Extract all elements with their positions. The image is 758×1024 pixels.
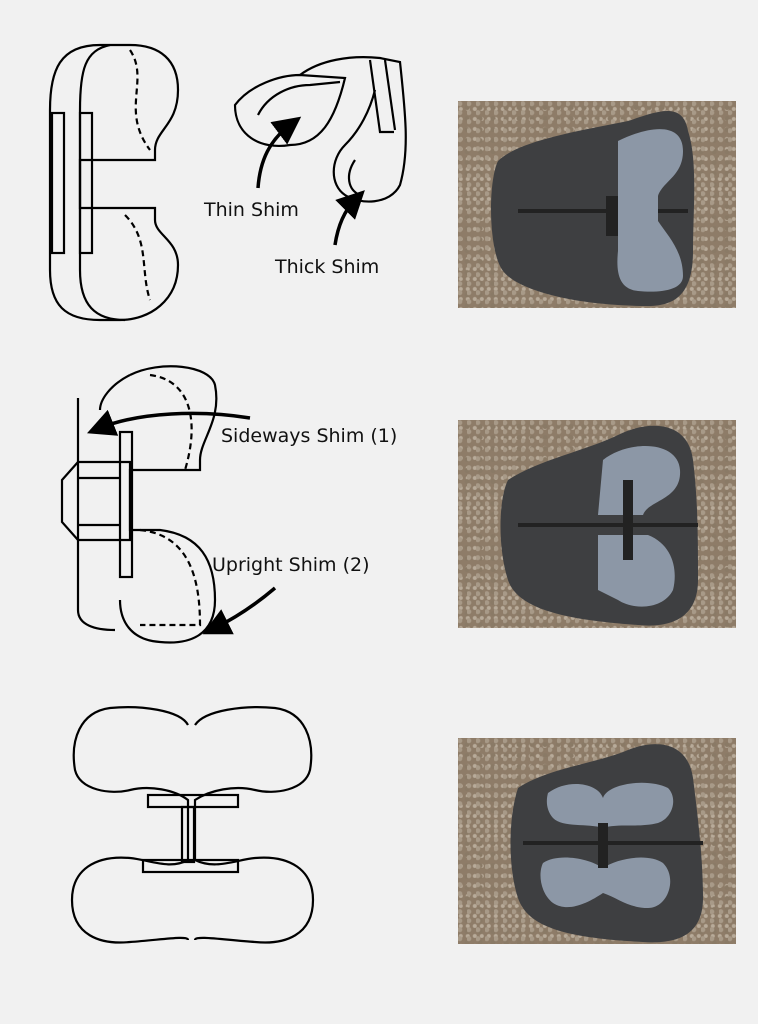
pad-outline-flat-view — [70, 706, 315, 944]
pad-outline-sideways-upright — [60, 365, 218, 644]
sideways-shim-label: Sideways Shim (1) — [221, 425, 398, 447]
photo-sideways-upright-shims — [458, 420, 736, 628]
sideways-shim-arrow — [86, 409, 251, 436]
photo-thin-thick-shims — [458, 101, 736, 308]
thick-shim-arrow — [333, 190, 365, 246]
upright-shim-arrow — [202, 586, 277, 635]
thin-shim-arrow — [256, 116, 302, 189]
photo-flat-shims — [458, 738, 736, 944]
thin-shim-label: Thin Shim — [204, 199, 299, 221]
shims-perspective-drawing — [233, 56, 407, 203]
thick-shim-label: Thick Shim — [275, 256, 380, 278]
upright-shim-label: Upright Shim (2) — [212, 554, 370, 576]
pad-outline-front-view — [48, 43, 180, 322]
